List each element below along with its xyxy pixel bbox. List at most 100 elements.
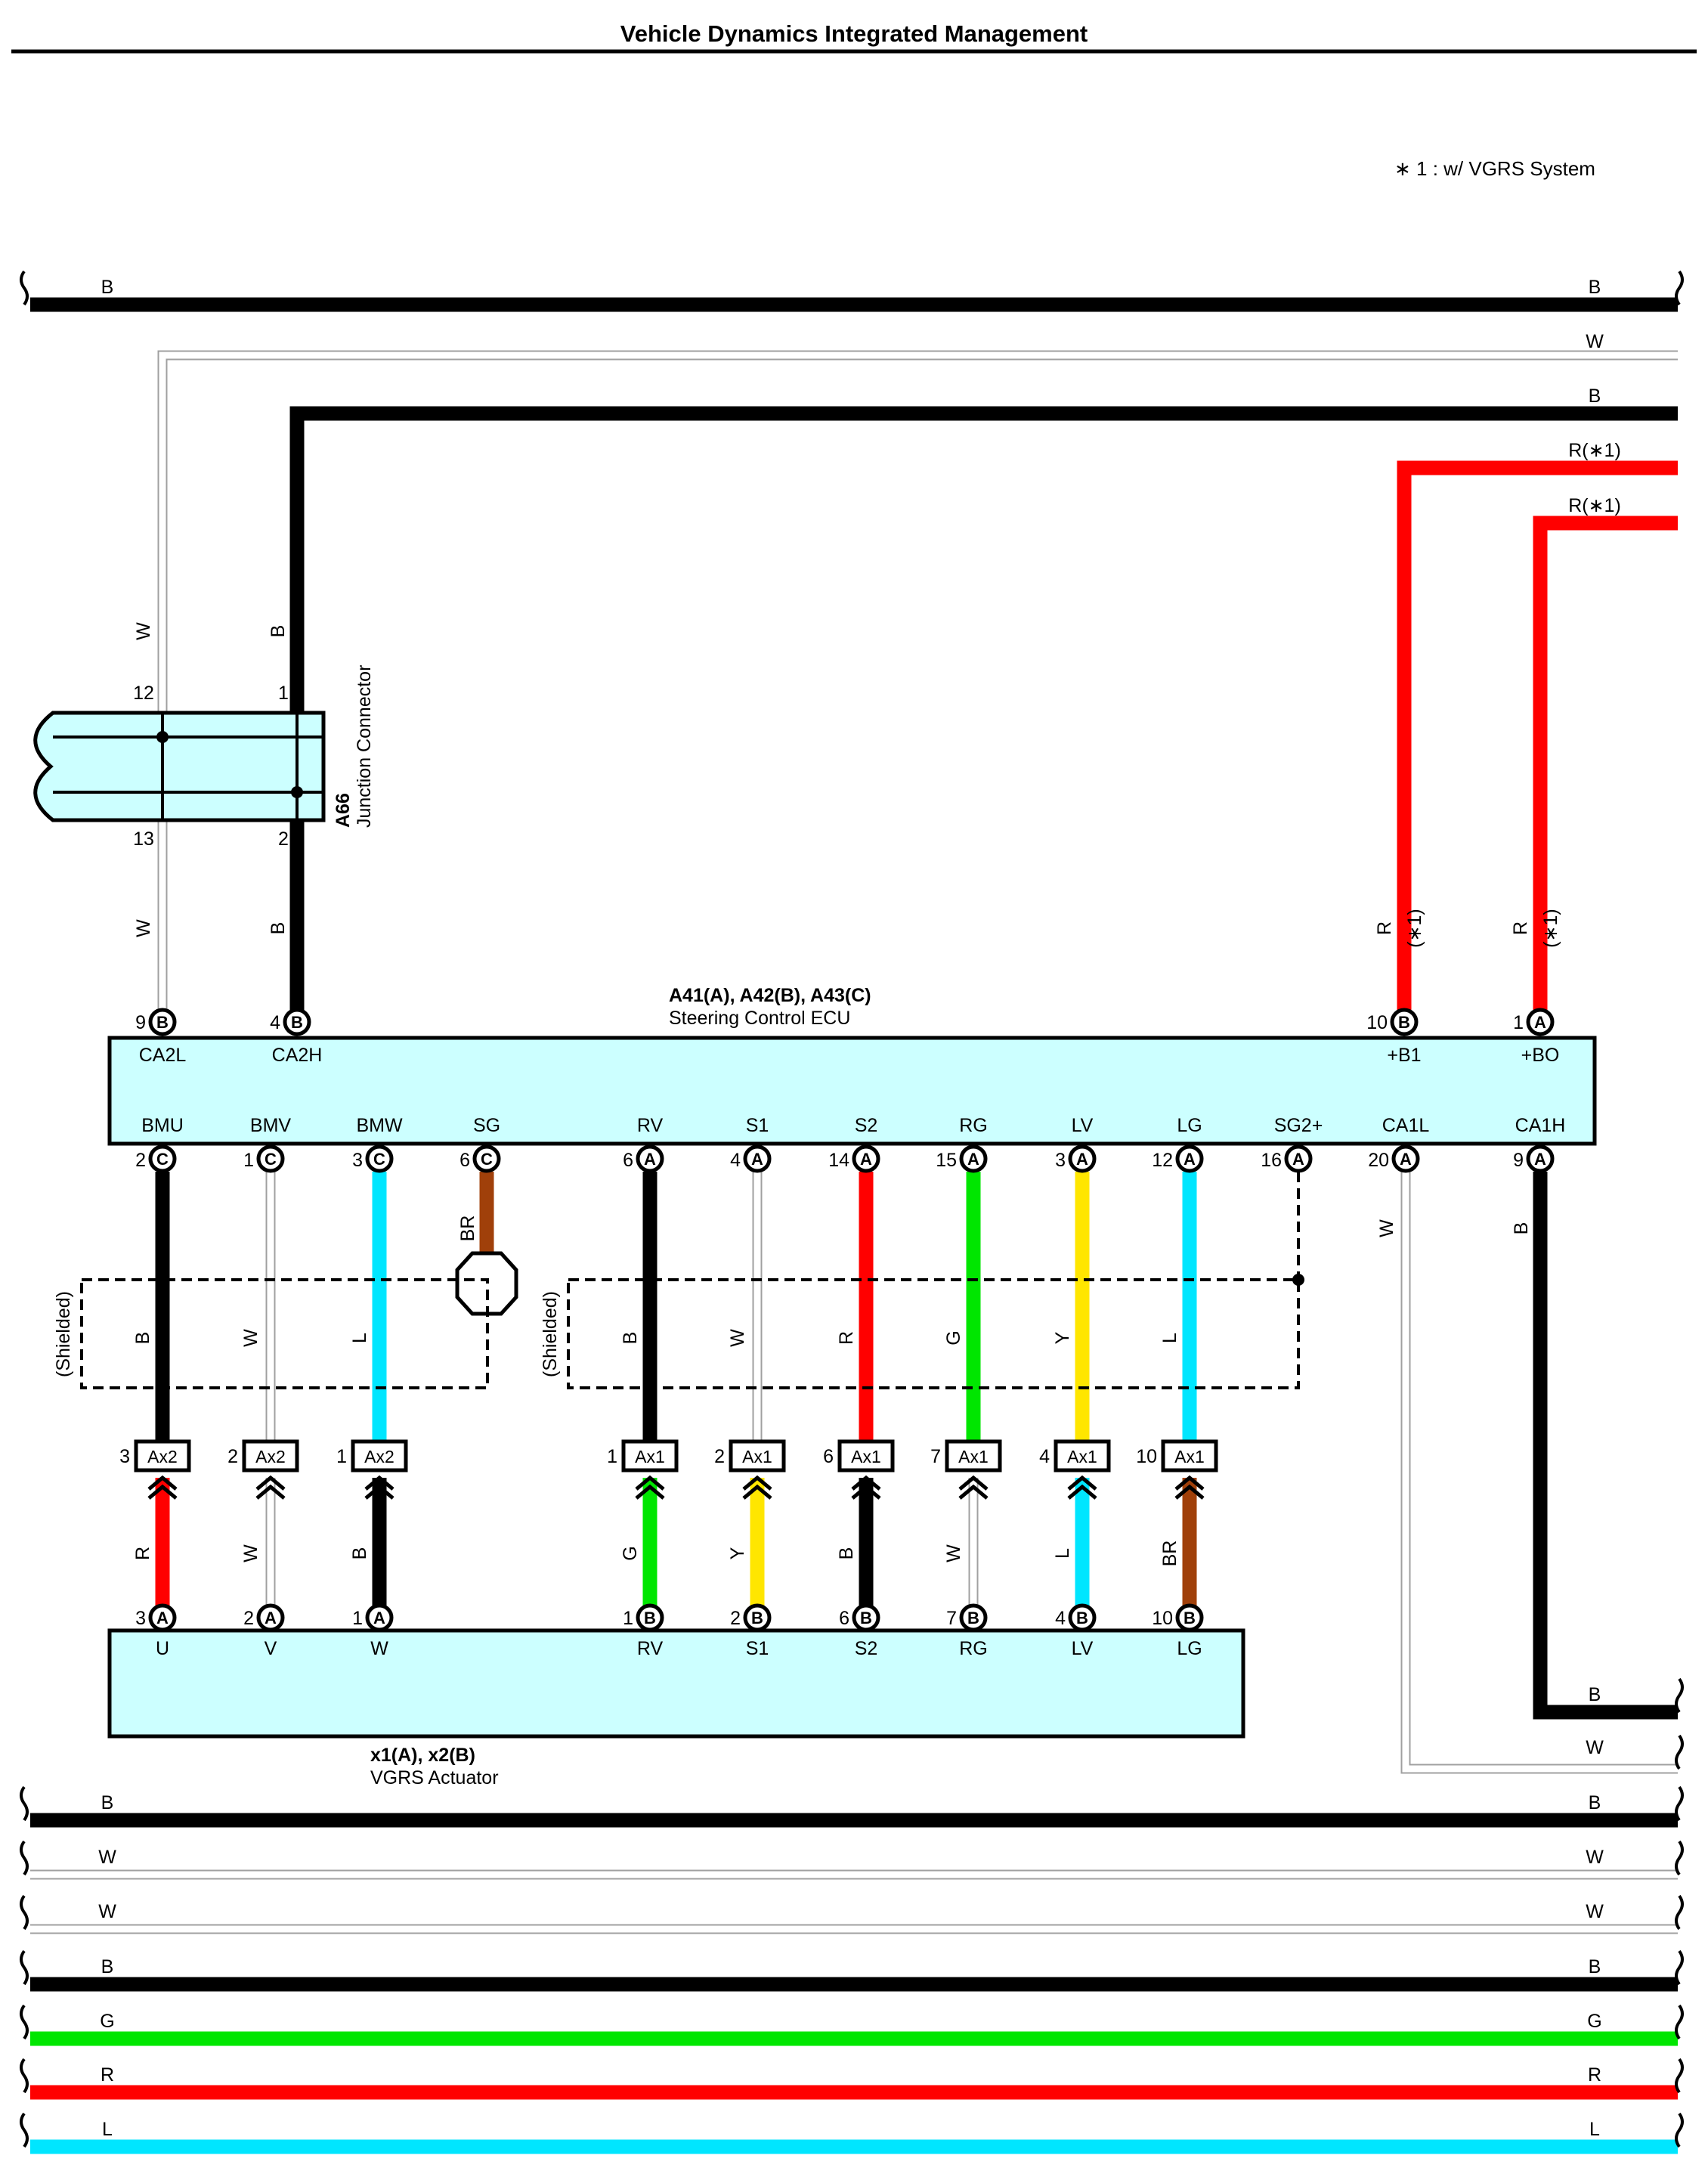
upper-wire-label-BMV: W bbox=[240, 1329, 261, 1347]
shielded-label-motor: (Shielded) bbox=[53, 1291, 74, 1377]
ecu-bottom-pin-SG-ring bbox=[472, 1144, 501, 1173]
ecu-bottom-pin-BMW-letter: C bbox=[373, 1150, 385, 1169]
actuator-body bbox=[107, 1628, 1245, 1739]
actuator-name-W: W bbox=[370, 1638, 388, 1659]
sg2-drain-node bbox=[1292, 1274, 1304, 1286]
inline-connector-2 bbox=[351, 1439, 408, 1472]
inline-connector-code-4: Ax1 bbox=[742, 1447, 772, 1466]
actuator-num-LG: 10 bbox=[1152, 1608, 1173, 1629]
actuator-num-V: 2 bbox=[243, 1608, 254, 1629]
lower-wire-label-2: B bbox=[349, 1547, 370, 1560]
actuator-num-LV: 4 bbox=[1055, 1608, 1066, 1629]
ecu-bottom-name-BMV: BMV bbox=[250, 1115, 292, 1136]
top-wire-w bbox=[157, 350, 1678, 1020]
actuator-pin-S2-letter: B bbox=[860, 1609, 872, 1627]
actuator-pin-LV-letter: B bbox=[1076, 1609, 1088, 1627]
actuator-num-RV: 1 bbox=[623, 1608, 633, 1629]
actuator-name-RV: RV bbox=[637, 1638, 664, 1659]
ecu-bottom-num-S1: 4 bbox=[730, 1150, 741, 1171]
upper-wire-label-LG: L bbox=[1159, 1333, 1180, 1343]
top-wire-r1 bbox=[1397, 460, 1678, 1020]
actuator-name-LV: LV bbox=[1072, 1638, 1094, 1659]
ecu-bottom-pin-BMU-ring bbox=[148, 1144, 177, 1173]
ecu-bottom-num-BMW: 3 bbox=[352, 1150, 363, 1171]
junction-wire-w-label-bottom: W bbox=[133, 919, 154, 937]
ecu-bottom-pin-S2-letter: A bbox=[860, 1150, 872, 1169]
upper-wire-label-S2: R bbox=[836, 1331, 857, 1345]
inline-chevron-8 bbox=[1174, 1475, 1205, 1500]
bottom-bus-left-label-3: B bbox=[101, 1956, 114, 1977]
ecu-bottom-num-BMU: 2 bbox=[135, 1150, 146, 1171]
inline-chevron-0 bbox=[147, 1475, 178, 1500]
bottom-bus-left-label-0: B bbox=[101, 1792, 114, 1813]
ecu-bottom-pin-CA1L-letter: A bbox=[1400, 1150, 1412, 1169]
footnote: ∗ 1 : w/ VGRS System bbox=[1394, 157, 1595, 180]
lower-wire-label-0: R bbox=[132, 1547, 153, 1560]
inline-connector-num-4: 2 bbox=[714, 1446, 725, 1467]
junction-node-b bbox=[291, 786, 303, 798]
ecu-bottom-name-SG2+: SG2+ bbox=[1274, 1115, 1323, 1136]
upper-wire-label-RG: G bbox=[943, 1330, 964, 1345]
ecu-bottom-pin-RV-letter: A bbox=[644, 1150, 656, 1169]
ecu-bottom-name-S1: S1 bbox=[746, 1115, 769, 1136]
top-wire-r2-label: R(∗1) bbox=[1568, 495, 1621, 516]
ecu-bottom-pin-SG-letter: C bbox=[481, 1150, 493, 1169]
inline-connector-code-2: Ax2 bbox=[364, 1447, 395, 1466]
junction-pin-13: 13 bbox=[133, 828, 154, 850]
actuator-pin-LG-ring bbox=[1175, 1603, 1204, 1632]
bottom-bus-right-label-0: B bbox=[1589, 1792, 1601, 1813]
junction-connector-body bbox=[33, 711, 326, 822]
ecu-bottom-name-RV: RV bbox=[637, 1115, 664, 1136]
ecu-bottom-num-LG: 12 bbox=[1152, 1150, 1173, 1171]
ecu-top-name-CA2L: CA2L bbox=[139, 1045, 187, 1066]
bottom-bus-left-label-2: W bbox=[98, 1901, 116, 1922]
ecu-bottom-num-SG: 6 bbox=[459, 1150, 470, 1171]
top-wire-b2 bbox=[289, 406, 1678, 1020]
right-return-b-end bbox=[1675, 1677, 1684, 1714]
inline-chevron-5 bbox=[851, 1475, 881, 1500]
inline-connector-4 bbox=[729, 1439, 786, 1472]
actuator-pin-RG-letter: B bbox=[967, 1609, 979, 1627]
inline-connector-code-5: Ax1 bbox=[851, 1447, 881, 1466]
shield-box-sensor bbox=[567, 1278, 1300, 1389]
ecu-bottom-pin-CA1H-letter: A bbox=[1534, 1150, 1546, 1169]
actuator-name-LG: LG bbox=[1177, 1638, 1202, 1659]
ca1l-wire-label: W bbox=[1376, 1219, 1397, 1237]
lower-wire-label-6: W bbox=[943, 1544, 964, 1562]
actuator-code: x1(A), x2(B) bbox=[370, 1745, 475, 1766]
inline-connector-num-1: 2 bbox=[227, 1446, 238, 1467]
ecu-top-name-+BO: +BO bbox=[1521, 1045, 1560, 1066]
actuator-name-RG: RG bbox=[959, 1638, 988, 1659]
actuator-name-S2: S2 bbox=[855, 1638, 878, 1659]
ecu-bottom-num-RG: 15 bbox=[936, 1150, 957, 1171]
right-return-b-label: B bbox=[1589, 1684, 1601, 1705]
inline-connector-num-6: 7 bbox=[930, 1446, 941, 1467]
ecu-bottom-num-S2: 14 bbox=[828, 1150, 849, 1171]
shield-box-motor bbox=[80, 1278, 489, 1389]
ecu-bottom-pin-BMU-letter: C bbox=[156, 1150, 169, 1169]
inline-chevron-4 bbox=[742, 1475, 772, 1500]
ecu-top-pin-CA2H-letter: B bbox=[291, 1013, 303, 1032]
ecu-body bbox=[107, 1036, 1597, 1146]
ecu-top-pin-+B1-ring bbox=[1390, 1008, 1419, 1036]
ecu-top-pin-CA2L-letter: B bbox=[156, 1013, 169, 1032]
bottom-bus-left-end-5 bbox=[20, 2058, 29, 2094]
ecu-top-pin-CA2L-ring bbox=[148, 1008, 177, 1036]
top-wire-w-label: W bbox=[1586, 331, 1604, 352]
right-return-w-label: W bbox=[1586, 1737, 1604, 1758]
bottom-bus-left-end-4 bbox=[20, 2004, 29, 2040]
top-wire-right-label: B bbox=[1589, 277, 1601, 298]
bottom-bus-right-end-3 bbox=[1675, 1949, 1684, 1986]
page-title: Vehicle Dynamics Integrated Management bbox=[620, 20, 1088, 47]
bottom-bus-right-end-1 bbox=[1675, 1840, 1684, 1876]
inline-connector-1 bbox=[242, 1439, 299, 1472]
top-wire-right-end bbox=[1675, 270, 1684, 306]
junction-code: A66 bbox=[333, 793, 354, 828]
bottom-bus-left-label-1: W bbox=[98, 1847, 116, 1868]
bottom-bus-right-end-5 bbox=[1675, 2058, 1684, 2094]
ecu-bottom-pin-S2-ring bbox=[852, 1144, 880, 1173]
actuator-pin-RG-ring bbox=[959, 1603, 988, 1632]
bottom-bus-right-label-4: G bbox=[1587, 2011, 1601, 2032]
inline-connector-code-1: Ax2 bbox=[255, 1447, 286, 1466]
